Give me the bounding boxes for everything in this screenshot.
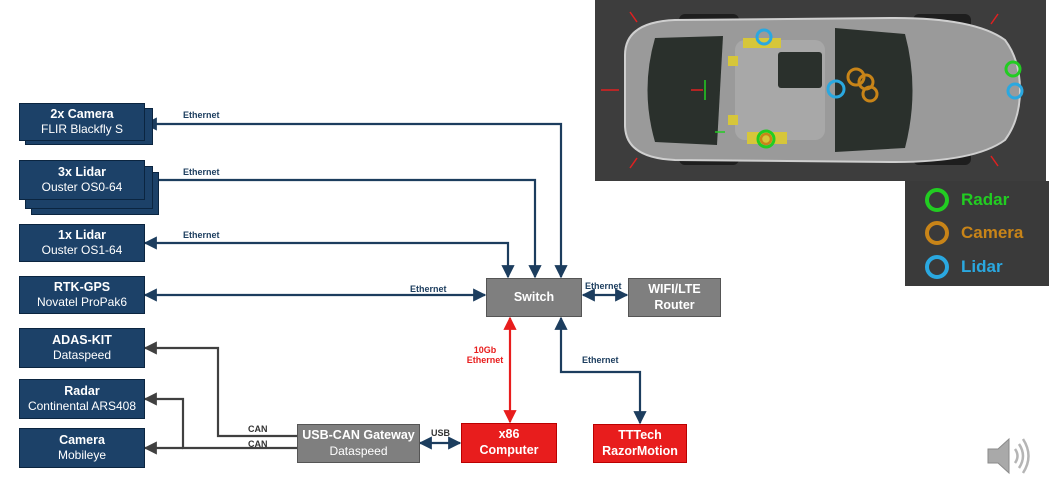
node-lidar3-sub: Ouster OS0-64	[41, 180, 123, 195]
wire-switch-tttech	[554, 316, 647, 425]
node-camera-title: 2x Camera	[50, 106, 114, 121]
node-gateway-title: USB-CAN Gateway	[302, 428, 415, 443]
node-lidar1-sub: Ouster OS1-64	[41, 243, 123, 258]
legend-camera-ring-icon	[925, 221, 949, 245]
speaker-icon[interactable]	[985, 434, 1033, 478]
legend-radar-label: Radar	[961, 190, 1010, 209]
sensor-legend: Radar Camera Lidar	[905, 181, 1049, 286]
node-gateway: USB-CAN Gateway Dataspeed	[297, 424, 420, 463]
node-radar-title: Radar	[64, 383, 100, 398]
label-ethernet-rtk: Ethernet	[410, 284, 447, 294]
label-10gb-ethernet: 10Gb Ethernet	[463, 345, 507, 366]
node-mobileye-title: Camera	[59, 432, 105, 447]
wire-lidar3-switch	[143, 173, 542, 279]
node-router-title: WIFI/LTE	[648, 281, 701, 296]
vehicle-sensor-layout	[595, 0, 1046, 181]
legend-lidar-label: Lidar	[961, 257, 1003, 276]
wire-adas-can	[143, 341, 297, 438]
legend-camera-label: Camera	[961, 223, 1024, 242]
node-rtk: RTK-GPS Novatel ProPak6	[19, 276, 145, 314]
label-can-2: CAN	[248, 439, 268, 449]
wire-lidar1-switch	[143, 236, 515, 279]
node-lidar3-title: 3x Lidar	[58, 164, 106, 179]
label-can-1: CAN	[248, 424, 268, 434]
wire-radar-can	[143, 392, 297, 450]
node-camera: 2x Camera FLIR Blackfly S	[19, 103, 145, 141]
node-adas-title: ADAS-KIT	[52, 332, 112, 347]
node-router-sub: Router	[654, 297, 695, 312]
node-x86-sub: Computer	[479, 443, 539, 457]
wire-camera-switch	[143, 117, 568, 279]
label-10gb-line2: Ethernet	[466, 354, 504, 365]
node-mobileye-sub: Mobileye	[57, 448, 107, 463]
node-tttech-sub: RazorMotion	[602, 443, 678, 458]
label-10gb-line1: 10Gb	[473, 345, 497, 355]
node-mobileye: Camera Mobileye	[19, 428, 145, 468]
node-gateway-sub: Dataspeed	[329, 443, 388, 458]
node-radar-sub: Continental ARS408	[27, 399, 137, 414]
label-ethernet-lidar3: Ethernet	[183, 167, 220, 177]
label-usb: USB	[431, 428, 451, 438]
legend-item-radar: Radar	[925, 188, 1009, 212]
label-ethernet-router: Ethernet	[585, 281, 622, 291]
label-ethernet-camera: Ethernet	[183, 110, 220, 120]
node-x86: x86 Computer	[461, 423, 557, 463]
label-ethernet-tttech: Ethernet	[582, 355, 619, 365]
node-adas: ADAS-KIT Dataspeed	[19, 328, 145, 368]
node-lidar3: 3x Lidar Ouster OS0-64	[19, 160, 145, 200]
node-rtk-sub: Novatel ProPak6	[36, 295, 128, 310]
legend-item-lidar: Lidar	[925, 255, 1003, 279]
legend-item-camera: Camera	[925, 221, 1023, 245]
node-tttech-title: TTTech	[618, 427, 662, 442]
node-lidar1: 1x Lidar Ouster OS1-64	[19, 224, 145, 262]
node-adas-sub: Dataspeed	[52, 348, 112, 363]
node-camera-sub: FLIR Blackfly S	[40, 122, 124, 137]
node-rtk-title: RTK-GPS	[53, 279, 111, 294]
node-radar: Radar Continental ARS408	[19, 379, 145, 419]
node-x86-title: x86	[498, 427, 520, 442]
vehicle-top-view-icon	[595, 0, 1046, 181]
legend-lidar-ring-icon	[925, 255, 949, 279]
legend-radar-ring-icon	[925, 188, 949, 212]
node-lidar1-title: 1x Lidar	[58, 227, 106, 242]
node-router: WIFI/LTE Router	[628, 278, 721, 317]
node-switch: Switch	[486, 278, 582, 317]
node-switch-title: Switch	[513, 289, 555, 304]
node-tttech: TTTech RazorMotion	[593, 424, 687, 463]
label-ethernet-lidar1: Ethernet	[183, 230, 220, 240]
